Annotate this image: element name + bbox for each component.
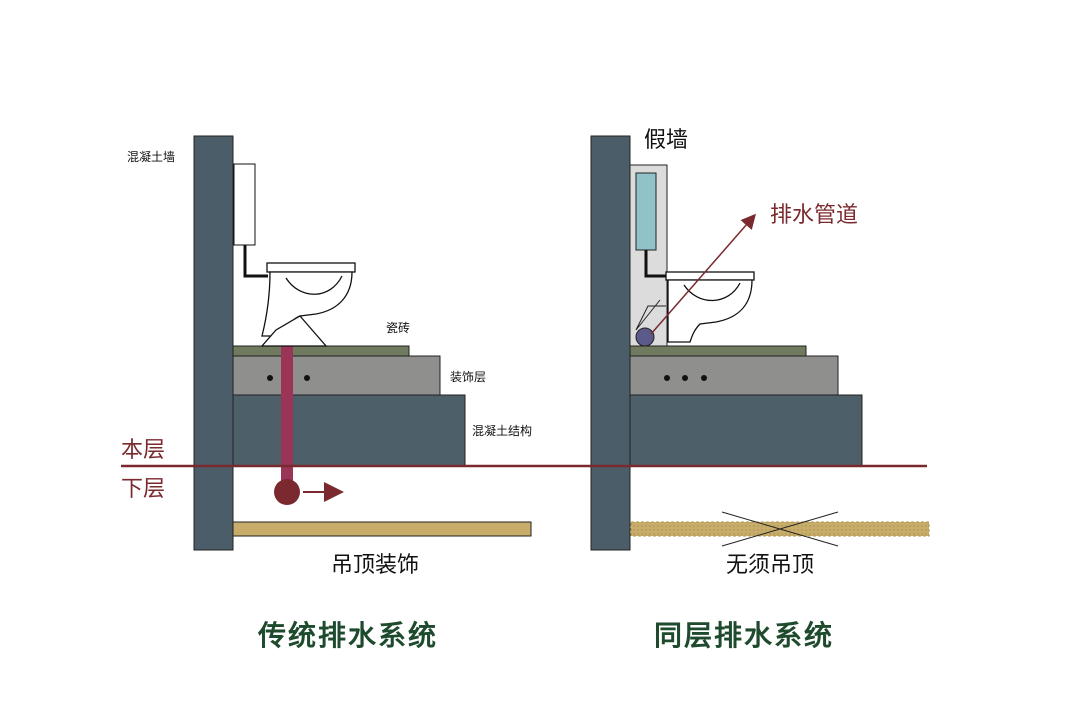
title-traditional-drainage: 传统排水系统 [257,619,438,652]
left-ceiling-board [232,521,532,537]
label-lower-floor: 下层 [121,477,165,502]
left-pipe-elbow [274,479,300,505]
right-concrete-structure [628,394,863,467]
label-ceiling-decoration: 吊顶装饰 [331,553,419,578]
drain-pipe-pointer [650,213,756,335]
title-same-floor-drainage: 同层排水系统 [654,619,834,652]
right-toilet-icon [665,271,755,343]
right-tile-layer [628,345,807,357]
concealed-drain-pipe [635,327,655,347]
left-toilet-icon [260,262,356,347]
label-no-ceiling: 无须吊顶 [726,553,814,578]
label-this-floor: 本层 [121,438,165,463]
label-concrete-wall: 混凝土墙 [127,149,175,164]
label-concrete-structure: 混凝土结构 [472,423,532,438]
right-concrete-wall [590,135,631,551]
right-decoration-layer [628,355,839,396]
left-drain-pipe [281,346,293,481]
traditional-system-illustration: 混凝土墙 瓷砖 装饰层 混凝土结构 吊顶装饰 传统排水系统 [127,135,532,652]
concealed-cistern [635,172,657,251]
same-floor-system-illustration: 假墙 排水管道 无须吊顶 同层排水系统 [590,128,930,652]
label-false-wall: 假墙 [644,128,688,153]
left-decoration-layer [231,355,441,396]
label-decoration-layer: 装饰层 [450,370,486,384]
label-drain-pipe: 排水管道 [770,203,858,228]
left-concrete-structure [231,394,466,467]
left-concrete-wall [193,135,234,551]
left-cistern [233,163,256,246]
label-tile: 瓷砖 [386,320,410,335]
left-tile-layer [231,345,410,357]
